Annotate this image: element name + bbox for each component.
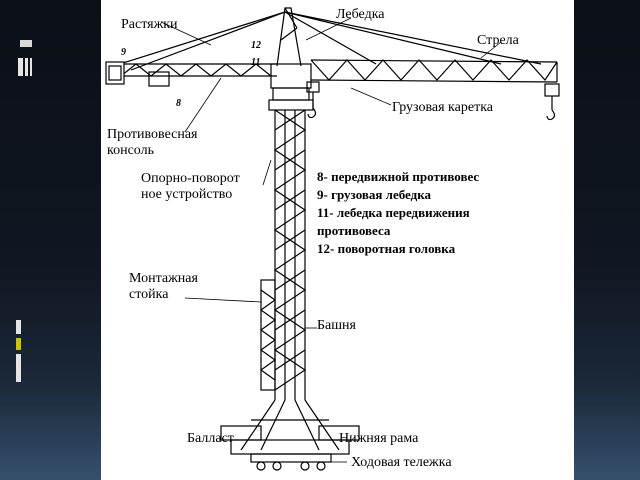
guy-lines	[106, 11, 542, 71]
legend-item-11: 11- лебедка передвижения	[317, 205, 470, 220]
tower-truss	[273, 109, 307, 400]
label-winch: Лебедка	[336, 7, 385, 22]
label-tower: Башня	[317, 318, 356, 333]
diagram-panel: Растяжки Лебедка Стрела Грузовая каретка…	[101, 0, 574, 480]
label-counterweight-console-line2: консоль	[107, 143, 154, 158]
label-running-bogie: Ходовая тележка	[351, 455, 452, 470]
label-ballast: Балласт	[187, 431, 234, 446]
slewing-head	[268, 7, 314, 111]
running-bogie-structure	[250, 453, 332, 471]
mounting-post	[259, 279, 277, 391]
cargo-carriage-right	[544, 83, 560, 121]
label-boom: Стрела	[477, 33, 519, 48]
label-slewing-line2: ное устройство	[141, 187, 233, 202]
label-guys: Растяжки	[121, 17, 178, 32]
label-mounting-post-line1: Монтажная	[129, 271, 198, 286]
legend-item-9: 9- грузовая лебедка	[317, 187, 432, 202]
legend-item-12: 12- поворотная головка	[317, 241, 456, 256]
callout-number-11: 11	[251, 57, 261, 68]
callout-number-9: 9	[121, 47, 126, 58]
boom-truss	[310, 59, 558, 83]
label-counterweight-console-line1: Противовесная	[107, 127, 198, 142]
label-bottom-frame: Нижняя рама	[339, 431, 419, 446]
legend-item-11-cont: противовеса	[317, 223, 391, 238]
label-slewing-line1: Опорно-поворот	[141, 171, 240, 186]
decorative-stripes	[16, 40, 32, 382]
label-cargo-carriage: Грузовая каретка	[392, 100, 493, 115]
counterweight-jib	[105, 61, 277, 87]
leader-lines	[160, 17, 502, 463]
callout-number-8: 8	[176, 98, 181, 109]
legend-item-8: 8- передвижной противовес	[317, 169, 480, 184]
crane-drawing	[105, 7, 560, 471]
callout-number-12: 12	[251, 40, 261, 51]
label-mounting-post-line2: стойка	[129, 287, 169, 302]
